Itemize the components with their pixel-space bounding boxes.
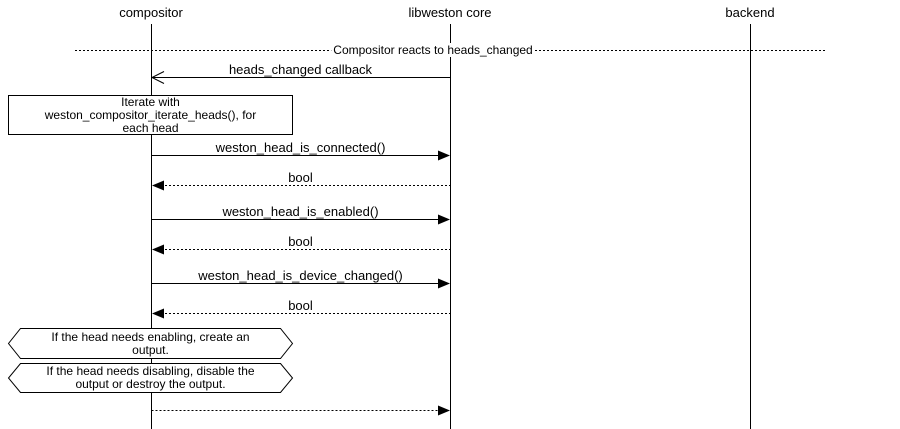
message-label-bool-3: bool <box>288 298 313 313</box>
filled-arrowhead-left-icon <box>152 180 164 191</box>
filled-arrowhead-left-icon <box>152 244 164 255</box>
actor-label-backend: backend <box>725 5 775 20</box>
actor-label-libweston-core: libweston core <box>408 5 492 20</box>
note-text-iterate: Iterate with weston_compositor_iterate_h… <box>8 95 293 135</box>
note-box-iterate <box>8 95 293 135</box>
note-line: output. <box>132 342 169 357</box>
filled-arrowhead-right-icon <box>438 150 450 161</box>
divider-label: Compositor reacts to heads_changed <box>331 43 535 57</box>
message-label-is-connected: weston_head_is_connected() <box>215 140 386 155</box>
note-text-enabling: If the head needs enabling, create an ou… <box>8 329 293 358</box>
note-line: Iterate with <box>121 94 180 109</box>
message-label-bool-2: bool <box>288 234 313 249</box>
actor-label-compositor: compositor <box>119 5 183 20</box>
note-text-disabling: If the head needs disabling, disable the… <box>8 363 293 393</box>
note-line: weston_compositor_iterate_heads(), for <box>44 107 257 122</box>
message-label-bool-1: bool <box>288 170 313 185</box>
note-line: each head <box>122 120 179 135</box>
note-hexagon-disabling <box>7 363 294 393</box>
filled-arrowhead-left-icon <box>152 308 164 319</box>
note-line: output or destroy the output. <box>75 377 226 391</box>
filled-arrowhead-right-icon <box>438 405 450 416</box>
open-arrowhead-left-icon <box>150 71 165 84</box>
note-hexagon-enabling <box>7 328 294 359</box>
filled-arrowhead-right-icon <box>438 214 450 225</box>
filled-arrowhead-right-icon <box>438 278 450 289</box>
message-label-is-enabled: weston_head_is_enabled() <box>222 204 379 219</box>
message-label-is-device-changed: weston_head_is_device_changed() <box>198 268 403 283</box>
note-line: If the head needs disabling, disable the <box>46 364 255 378</box>
message-label-heads-changed-callback: heads_changed callback <box>228 62 373 77</box>
note-line: If the head needs enabling, create an <box>51 329 250 344</box>
